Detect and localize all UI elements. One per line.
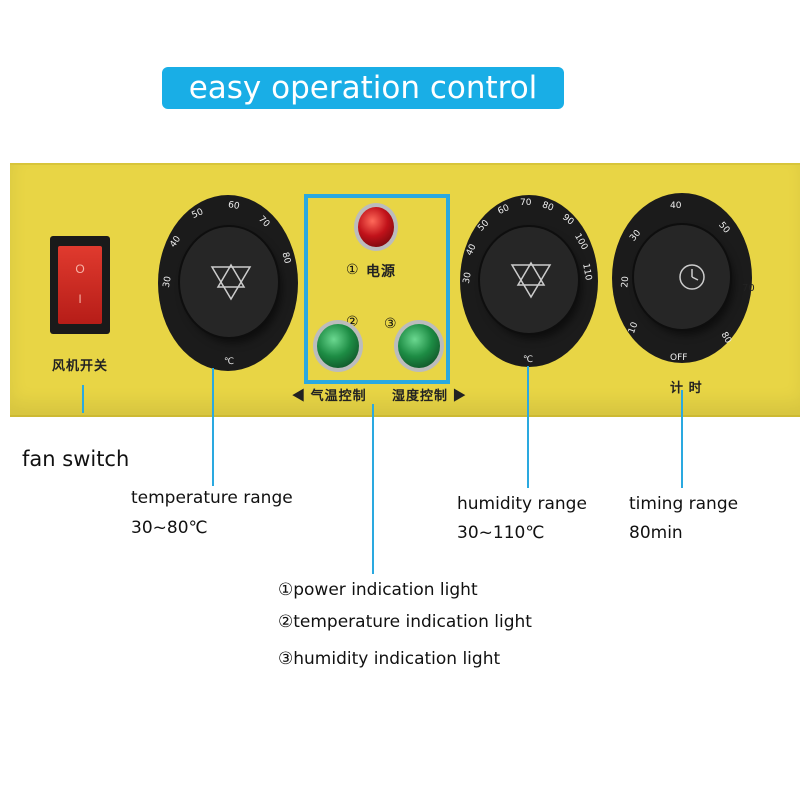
indicator-highlight-box bbox=[304, 194, 450, 384]
power-indicator-light bbox=[358, 207, 394, 247]
humidity-knob[interactable] bbox=[480, 227, 578, 333]
timer-cn-label: 计 时 bbox=[670, 380, 703, 395]
fan-switch-cn-label: 风机开关 bbox=[52, 358, 109, 373]
clock-icon bbox=[679, 264, 705, 290]
humidity-indicator-light bbox=[398, 324, 440, 368]
switch-off-mark: I bbox=[78, 292, 82, 306]
humidity-callout-line bbox=[527, 366, 529, 488]
control-panel: O I 风机开关 30 40 50 60 70 80 ℃ ① 电源 ② ③ ◀ … bbox=[10, 163, 800, 417]
temperature-range-value: 30~80℃ bbox=[131, 518, 208, 538]
triangle-logo-icon bbox=[210, 263, 252, 301]
legend-item: ③humidity indication light bbox=[278, 649, 501, 669]
humidity-marker: ③ bbox=[384, 315, 397, 331]
timer-knob[interactable] bbox=[634, 225, 730, 329]
lights-callout-line bbox=[372, 404, 374, 574]
temperature-knob[interactable] bbox=[180, 227, 278, 337]
timing-range-label: timing range bbox=[629, 494, 739, 514]
fan-callout-line bbox=[82, 385, 84, 413]
timer-tick: 20 bbox=[620, 275, 632, 289]
triangle-logo-icon bbox=[510, 261, 552, 299]
temperature-callout-line bbox=[212, 368, 214, 486]
timing-range-value: 80min bbox=[629, 523, 683, 543]
humidity-tick: 70 bbox=[520, 198, 532, 208]
humidity-tick: 30 bbox=[461, 271, 474, 285]
temp-tick: 30 bbox=[161, 275, 174, 289]
fan-rocker-switch[interactable]: O I bbox=[50, 236, 110, 334]
humidity-control-cn-label: 湿度控制 ▶ bbox=[392, 388, 467, 403]
temp-unit: ℃ bbox=[224, 357, 235, 367]
temperature-range-label: temperature range bbox=[131, 488, 293, 508]
legend-item: ②temperature indication light bbox=[278, 612, 532, 632]
timer-off-mark: OFF bbox=[670, 353, 688, 363]
rocker-paddle[interactable]: O I bbox=[58, 246, 102, 324]
timer-tick: 70 bbox=[742, 283, 755, 294]
temp-control-cn-label: ◀ 气温控制 bbox=[292, 388, 367, 403]
temp-tick: 60 bbox=[227, 200, 241, 212]
title-banner: easy operation control panel bbox=[162, 67, 564, 148]
timing-callout-line bbox=[681, 390, 683, 488]
power-marker: ① bbox=[346, 261, 359, 277]
humidity-range-label: humidity range bbox=[457, 494, 587, 514]
power-cn-label: 电源 bbox=[366, 263, 396, 279]
fan-switch-label: fan switch bbox=[22, 447, 130, 471]
humidity-unit: ℃ bbox=[523, 355, 534, 365]
temperature-indicator-light bbox=[317, 324, 359, 368]
timer-tick: 40 bbox=[670, 201, 682, 211]
legend-item: ①power indication light bbox=[278, 580, 478, 600]
switch-on-mark: O bbox=[75, 262, 85, 276]
humidity-range-value: 30~110℃ bbox=[457, 523, 545, 543]
